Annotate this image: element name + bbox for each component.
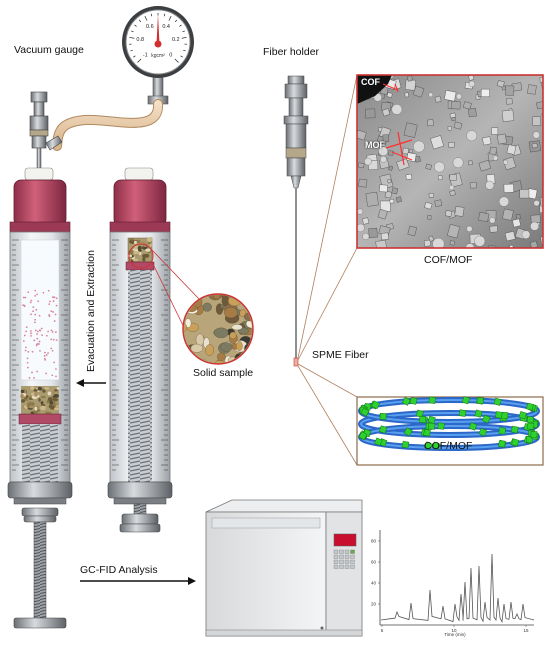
- model-caption: COF/MOF: [424, 440, 472, 452]
- chromatogram-trace: [381, 554, 534, 622]
- gauge-tick-label: 0.2: [172, 37, 180, 43]
- left-syringe-threaded-rod: [34, 522, 46, 618]
- fiber-holder-label: Fiber holder: [263, 46, 319, 58]
- evacuation-arrow-head: [76, 379, 84, 387]
- zoom-line-upper-a: [298, 248, 357, 360]
- gauge-unit-label: kgcm²: [151, 53, 165, 59]
- right-syringe-plunger: [128, 270, 152, 482]
- solid-sample-label: Solid sample: [193, 367, 253, 379]
- left-syringe-handle: [14, 618, 66, 628]
- chromatogram-y-tick-label: 80: [371, 539, 377, 544]
- chromatogram-x-label: Time (min): [444, 632, 466, 637]
- right-syringe: [108, 168, 172, 532]
- left-syringe-septum: [25, 168, 53, 180]
- spme-fiber-label: SPME Fiber: [312, 349, 369, 361]
- gauge-tick-label: 0.4: [162, 24, 170, 30]
- left-syringe-plunger: [22, 424, 58, 482]
- left-syringe-plunger-seal: [19, 414, 61, 424]
- left-syringe-cap: [14, 180, 66, 226]
- gc-instrument: [206, 500, 362, 636]
- vacuum-gauge: -1 0.8 0.6 0.4 0.2 0 kgcm²: [122, 6, 194, 104]
- gc-fid-analysis-label: GC-FID Analysis: [80, 564, 158, 576]
- chromatogram-y-tick-label: 40: [371, 581, 377, 586]
- cof-mof-model-panel: [357, 396, 543, 465]
- spme-fiber-tip: [294, 358, 298, 366]
- gauge-tick-label: 0.6: [146, 24, 154, 30]
- chromatogram-x-tick-label: 5: [381, 628, 384, 633]
- chromatogram-y-tick-label: 20: [371, 602, 377, 607]
- mof-tag: MOF: [365, 140, 385, 150]
- fiber-holder: [284, 76, 308, 366]
- chromatogram-x-tick-label: 15: [523, 628, 529, 633]
- spme-needle: [295, 188, 297, 358]
- sem-caption: COF/MOF: [424, 254, 472, 266]
- right-syringe-cap: [114, 180, 166, 226]
- chromatogram-y-ticks: 20 40 60 80: [371, 539, 380, 607]
- evacuation-extraction-label: Evacuation and Extraction: [85, 250, 97, 372]
- vacuum-gauge-label: Vacuum gauge: [14, 44, 84, 56]
- chromatogram-y-tick-label: 60: [371, 560, 377, 565]
- gc-arrow-head: [188, 577, 196, 585]
- gc-control-side: [326, 512, 362, 636]
- gauge-tick-label: 0.8: [136, 37, 144, 43]
- left-syringe: [8, 168, 72, 628]
- gauge-tick-label: 0: [169, 53, 172, 59]
- vacuum-hose: [57, 104, 158, 146]
- gauge-tick-label: -1: [143, 53, 148, 59]
- cof-tag: COF: [361, 77, 380, 87]
- sem-image-panel: [356, 74, 550, 256]
- gc-display: [334, 534, 356, 546]
- gauge-needle-hub: [155, 41, 162, 48]
- gc-oven-door: [206, 512, 326, 636]
- right-syringe-handle: [120, 524, 160, 532]
